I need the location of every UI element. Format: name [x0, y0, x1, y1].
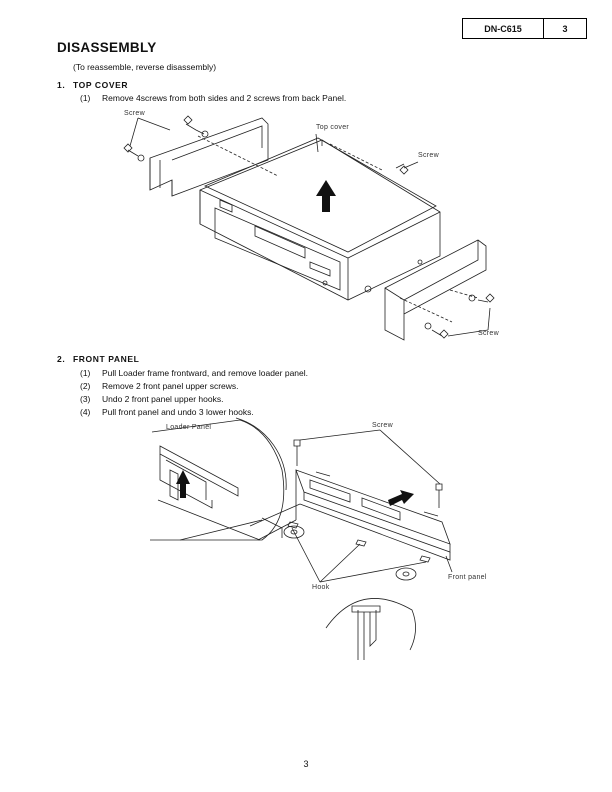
page-title: DISASSEMBLY — [57, 40, 157, 55]
label-screw-right: Screw — [418, 152, 439, 159]
reassembly-note: (To reassemble, reverse disassembly) — [73, 62, 217, 72]
step-number: (1) — [80, 368, 91, 378]
step-text: Pull Loader frame frontward, and remove … — [102, 368, 309, 378]
page-number: 3 — [303, 759, 309, 769]
section-top-cover-heading: 1. TOP COVER — [57, 80, 128, 90]
step-2-2: (2) Remove 2 front panel upper screws. — [80, 381, 239, 391]
step-number: (4) — [80, 407, 91, 417]
step-2-1: (1) Pull Loader frame frontward, and remo… — [80, 368, 308, 378]
label-top-cover: Top cover — [316, 124, 350, 131]
step-text: Remove 2 front panel upper screws. — [102, 381, 239, 391]
step-1-1: (1) Remove 4screws from both sides and 2 … — [80, 93, 346, 103]
step-text: Remove 4screws from both sides and 2 scr… — [102, 93, 347, 103]
step-2-4: (4) Pull front panel and undo 3 lower hoo… — [80, 407, 254, 417]
section-front-panel-heading: 2. FRONT PANEL — [57, 354, 139, 364]
section-title: FRONT PANEL — [73, 354, 140, 364]
label-screw-bottom-right: Screw — [478, 330, 499, 337]
step-number: (2) — [80, 381, 91, 391]
step-text: Pull front panel and undo 3 lower hooks. — [102, 407, 254, 417]
label-front-panel: Front panel — [448, 574, 487, 581]
label-screw-top-left: Screw — [124, 110, 145, 117]
label-screw: Screw — [372, 422, 393, 429]
section-number: 2. — [57, 354, 66, 364]
label-hook: Hook — [312, 584, 330, 591]
header-box: DN-C615 3 — [462, 18, 587, 39]
model-number: DN-C615 — [463, 19, 544, 38]
label-loader-panel: Loader Panel — [166, 424, 212, 431]
step-number: (1) — [80, 93, 91, 103]
step-2-3: (3) Undo 2 front panel upper hooks. — [80, 394, 223, 404]
step-number: (3) — [80, 394, 91, 404]
step-text: Undo 2 front panel upper hooks. — [102, 394, 224, 404]
section-title: TOP COVER — [73, 80, 129, 90]
section-number: 1. — [57, 80, 66, 90]
header-page-number: 3 — [562, 23, 568, 34]
